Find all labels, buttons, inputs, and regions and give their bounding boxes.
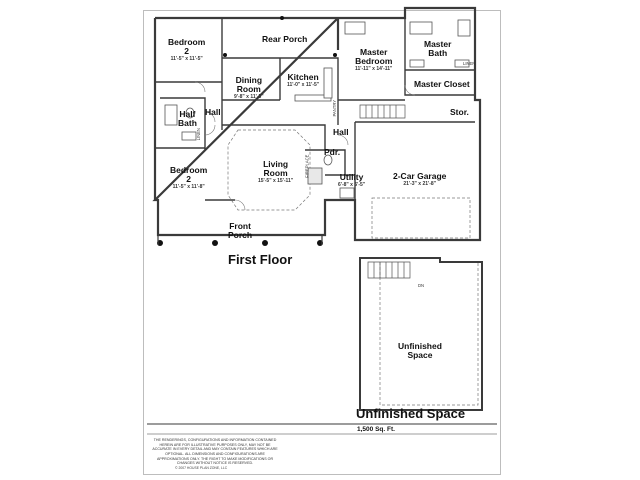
room-storage: Stor. [450, 108, 469, 117]
room-master-bath-name: Master Bath [424, 39, 452, 58]
room-kitchen: Kitchen 11'-0" x 11'-5" [287, 73, 319, 88]
room-rear-porch: Rear Porch [262, 35, 307, 44]
room-dining: Dining Room 9'-8" x 11'-5" [234, 76, 264, 100]
label-linen-left: LINEN [195, 128, 201, 141]
label-linen-top: LINEN [463, 61, 476, 66]
room-living: Living Room 15'-5" x 15'-11" [258, 160, 293, 184]
room-hall-center-name: Hall [333, 127, 349, 137]
room-hall-left: Hall [205, 108, 221, 117]
stairs [359, 104, 411, 279]
room-rear-porch-name: Rear Porch [262, 34, 308, 44]
room-living-dim: 15'-5" x 15'-11" [258, 177, 294, 184]
room-front-porch: Front Porch [228, 222, 252, 240]
porch-edges [157, 235, 323, 245]
room-master-closet-name: Master Closet [414, 79, 470, 89]
room-bedroom-top-name: Bedroom 2 [168, 37, 206, 56]
total-square-feet: 1,500 Sq. Ft. [357, 426, 395, 433]
title-block-lines [147, 423, 497, 435]
room-garage-dim: 21'-3" x 21'-8" [403, 180, 437, 187]
room-front-porch-name: Front Porch [228, 221, 253, 240]
label-fireplace: FIREPLACE [304, 154, 310, 178]
room-bedroom-top: Bedroom 2 11'-5" x 11'-5" [168, 38, 205, 62]
room-half-bath-name: Half Bath [178, 109, 197, 128]
caption-unfinished-space: Unfinished Space [356, 406, 466, 421]
copyright-text: © 2007 HOUSE PLAN ZONE, LLC [175, 466, 228, 470]
fixtures [164, 19, 471, 199]
room-powder: Pdr. [324, 148, 340, 157]
room-bedroom-bottom-name: Bedroom 2 [170, 165, 208, 184]
room-bedroom-bottom: Bedroom 2 11'-5" x 11'-8" [170, 166, 207, 190]
caption-first-floor: First Floor [228, 252, 293, 267]
room-storage-name: Stor. [450, 107, 469, 117]
door-swings [194, 81, 416, 211]
room-kitchen-dim: 11'-0" x 11'-5" [287, 81, 320, 88]
room-half-bath: Half Bath [178, 110, 197, 128]
room-utility-name: Utility [339, 172, 364, 182]
room-master-bedroom-name: Master Bedroom [355, 47, 393, 66]
label-pantry: PANTRY [332, 99, 338, 117]
room-bedroom-bottom-dim: 11'-5" x 11'-8" [172, 183, 205, 190]
room-garage: 2-Car Garage 21'-3" x 21'-8" [393, 172, 446, 187]
room-powder-name: Pdr. [324, 147, 341, 157]
room-utility-dim: 6'-8" x 6'-5" [338, 181, 366, 188]
room-kitchen-name: Kitchen [287, 72, 319, 82]
unfinished-walls [359, 257, 483, 411]
label-dn: DN [418, 283, 425, 288]
room-master-bedroom-dim: 11'-11" x 14'-11" [355, 65, 393, 72]
room-bedroom-top-dim: 11'-5" x 11'-5" [170, 55, 203, 62]
disclaimer-text: THE RENDERINGS, CONFIGURATIONS AND INFOR… [152, 438, 278, 466]
room-master-bath: Master Bath [424, 40, 451, 58]
room-master-closet: Master Closet [414, 80, 470, 89]
room-master-bedroom: Master Bedroom 11'-11" x 14'-11" [355, 48, 392, 72]
room-dining-name: Dining Room [235, 75, 263, 94]
room-hall-left-name: Hall [205, 107, 221, 117]
room-living-name: Living Room [263, 159, 289, 178]
room-dining-dim: 9'-8" x 11'-5" [234, 93, 264, 100]
room-unfinished: Unfinished Space [398, 342, 442, 360]
room-garage-name: 2-Car Garage [393, 171, 447, 181]
room-hall-center: Hall [333, 128, 349, 137]
room-utility: Utility 6'-8" x 6'-5" [338, 173, 365, 188]
interior-walls [155, 18, 475, 240]
room-unfinished-name: Unfinished Space [398, 341, 442, 360]
dashed-lines [227, 129, 479, 406]
